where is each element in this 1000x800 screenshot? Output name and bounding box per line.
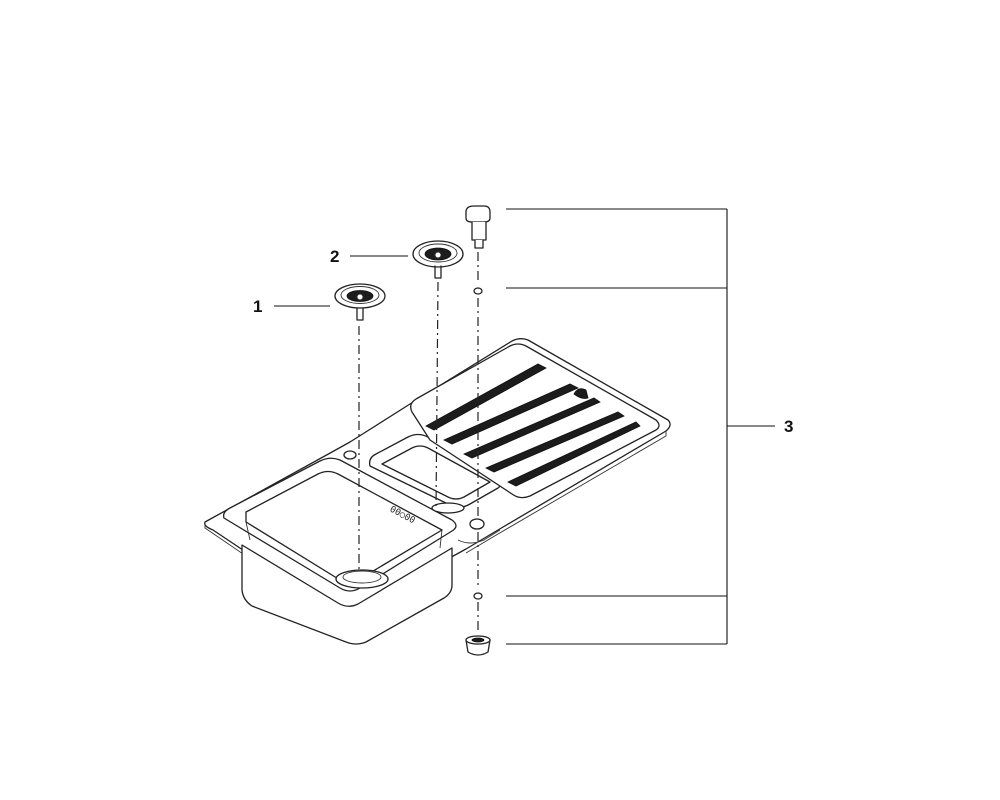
drainboard (410, 343, 660, 499)
part-3-popup-control (465, 205, 491, 656)
callout-1: 1 (253, 297, 262, 316)
groove-5 (507, 421, 641, 487)
groove-1 (425, 363, 547, 431)
small-bowl-body (457, 529, 501, 544)
control-knob (465, 205, 491, 223)
groove-3 (463, 397, 601, 459)
strainer-2-knob (434, 251, 442, 259)
drainboard-grooves (425, 363, 641, 487)
groove-2 (443, 383, 579, 445)
callout-3-bracket (506, 208, 775, 645)
control-knob-body (471, 221, 487, 241)
control-knob-shaft (474, 239, 484, 249)
strainer-2-stem (434, 265, 442, 279)
tap-hole-left (343, 450, 357, 460)
part-2-strainer-basket (412, 240, 464, 279)
large-bowl-body (241, 544, 453, 645)
callout-2: 2 (330, 247, 339, 266)
strainer-1-stem (356, 307, 364, 321)
large-bowl-drain-inner (342, 570, 382, 584)
strainer-1-knob (356, 293, 364, 301)
callout-3: 3 (784, 417, 793, 436)
lock-nut-bore (471, 637, 485, 643)
washer-bottom (473, 592, 483, 600)
kitchen-sink: 00○00 (204, 338, 671, 645)
large-bowl-drain (335, 569, 389, 589)
washer-top (473, 287, 483, 295)
groove-4 (485, 411, 625, 473)
tap-hole-right (469, 518, 485, 530)
strainer-1-ring (340, 286, 380, 304)
strainer-2-ring (418, 243, 458, 263)
part-1-strainer-basket (334, 283, 386, 321)
small-bowl-drain (431, 502, 465, 514)
small-bowl-inner (381, 445, 491, 500)
large-bowl-rim (222, 457, 457, 592)
drainboard-drain-hole (573, 388, 589, 399)
